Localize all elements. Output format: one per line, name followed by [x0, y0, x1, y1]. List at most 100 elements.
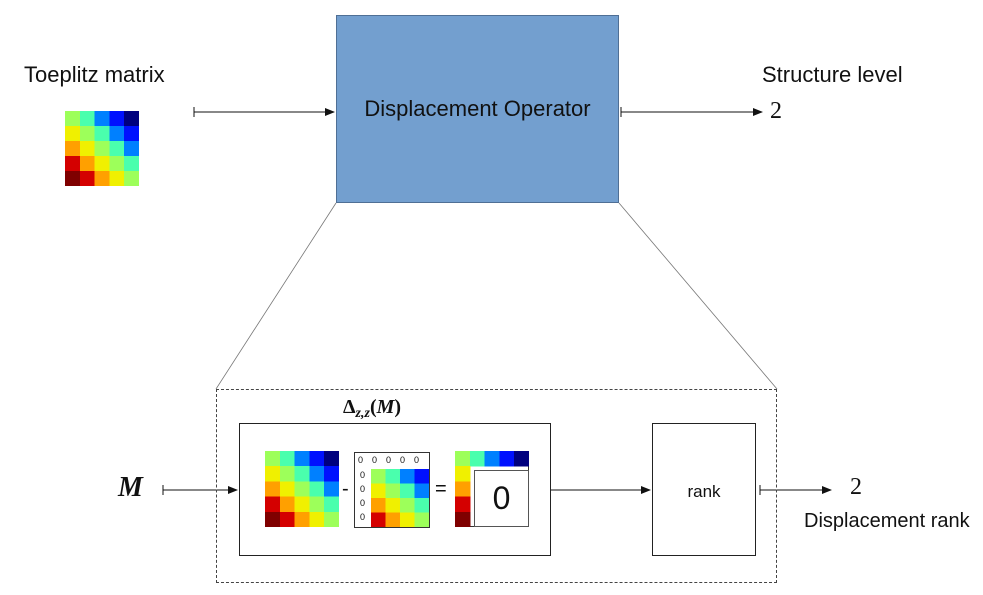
matrix-cell — [324, 466, 339, 482]
matrix-cell — [324, 451, 339, 467]
matrix-cell — [109, 111, 125, 127]
matrix-cell — [414, 469, 429, 484]
zoom-line-left — [215, 202, 337, 390]
matrix-symbol-m: M — [118, 472, 143, 503]
matrix-cell — [309, 451, 325, 467]
matrix-cell — [109, 171, 125, 186]
zoom-line-right — [618, 202, 778, 390]
matrix-cell — [414, 498, 429, 513]
matrix-cell — [371, 512, 386, 527]
matrix-cell — [94, 111, 110, 127]
matrix-cell — [469, 451, 486, 467]
matrix-cell — [294, 451, 310, 467]
matrix-cell — [455, 511, 471, 527]
matrix-cell — [400, 498, 415, 513]
matrix-cell — [455, 466, 471, 482]
matrix-cell — [385, 469, 401, 484]
matrix-cell — [414, 483, 429, 499]
matrix-cell — [279, 466, 296, 482]
matrix-cell — [385, 483, 401, 499]
structure-level-value: 2 — [770, 98, 782, 124]
toeplitz-matrix-top — [65, 111, 139, 186]
matrix-cell — [124, 156, 139, 172]
displacement-rank-value: 2 — [850, 474, 862, 500]
matrix-cell — [484, 451, 500, 467]
matrix-cell — [324, 496, 339, 513]
shift-zero: 0 — [360, 512, 366, 522]
matrix-cell — [94, 141, 110, 157]
matrix-cell — [124, 111, 139, 127]
structure-level-label: Structure level — [762, 62, 903, 87]
matrix-cell — [499, 451, 515, 467]
displacement-rank-label: Displacement rank — [804, 510, 970, 532]
matrix-cell — [514, 451, 529, 467]
matrix-cell — [65, 171, 81, 186]
matrix-cell — [79, 111, 96, 127]
toeplitz-matrix-m — [265, 451, 339, 527]
matrix-cell — [265, 481, 281, 498]
matrix-cell — [279, 451, 296, 467]
shift-zero: 0 — [360, 498, 366, 508]
matrix-cell — [400, 512, 415, 527]
matrix-cell — [371, 498, 386, 513]
matrix-cell — [79, 126, 96, 142]
matrix-cell — [65, 126, 81, 142]
matrix-cell — [294, 481, 310, 498]
matrix-cell — [309, 511, 325, 527]
matrix-cell — [109, 156, 125, 172]
matrix-cell — [265, 466, 281, 482]
shifted-toeplitz — [371, 469, 429, 527]
matrix-cell — [324, 511, 339, 527]
matrix-cell — [294, 511, 310, 527]
matrix-cell — [385, 512, 401, 527]
matrix-cell — [94, 156, 110, 172]
minus-sign: - — [342, 478, 349, 500]
matrix-cell — [265, 511, 281, 527]
matrix-cell — [294, 466, 310, 482]
result-matrix: 0 — [455, 451, 529, 527]
shift-zero: 0 — [358, 455, 364, 465]
matrix-cell — [414, 512, 429, 527]
matrix-cell — [385, 498, 401, 513]
shift-zero: 0 — [360, 484, 366, 494]
displacement-operator-block: Displacement Operator — [336, 15, 619, 203]
matrix-cell — [94, 126, 110, 142]
matrix-cell — [265, 496, 281, 513]
zero-block: 0 — [474, 470, 529, 527]
matrix-cell — [265, 451, 281, 467]
input-title: Toeplitz matrix — [24, 62, 165, 87]
matrix-cell — [65, 141, 81, 157]
matrix-cell — [371, 469, 386, 484]
matrix-cell — [309, 481, 325, 498]
matrix-cell — [294, 496, 310, 513]
matrix-cell — [65, 156, 81, 172]
zoom-detail-box — [216, 389, 777, 583]
matrix-cell — [124, 141, 139, 157]
rank-label: rank — [687, 482, 721, 501]
shift-zero: 0 — [372, 455, 378, 465]
matrix-cell — [94, 171, 110, 186]
matrix-cell — [279, 511, 296, 527]
formula-label: Δz,z(M) — [343, 396, 402, 421]
matrix-cell — [400, 469, 415, 484]
matrix-cell — [279, 481, 296, 498]
shift-zero: 0 — [400, 455, 406, 465]
matrix-cell — [455, 451, 471, 467]
matrix-cell — [309, 466, 325, 482]
matrix-cell — [124, 126, 139, 142]
matrix-cell — [79, 171, 96, 186]
shift-zero: 0 — [360, 470, 366, 480]
matrix-cell — [455, 481, 471, 498]
matrix-cell — [109, 126, 125, 142]
matrix-cell — [65, 111, 81, 127]
operator-label: Displacement Operator — [364, 96, 591, 121]
matrix-cell — [400, 483, 415, 499]
rank-box: rank — [652, 423, 756, 556]
matrix-cell — [279, 496, 296, 513]
matrix-cell — [109, 141, 125, 157]
matrix-cell — [79, 141, 96, 157]
shift-zero: 0 — [414, 455, 420, 465]
shift-zero: 0 — [386, 455, 392, 465]
equals-sign: = — [435, 478, 447, 500]
